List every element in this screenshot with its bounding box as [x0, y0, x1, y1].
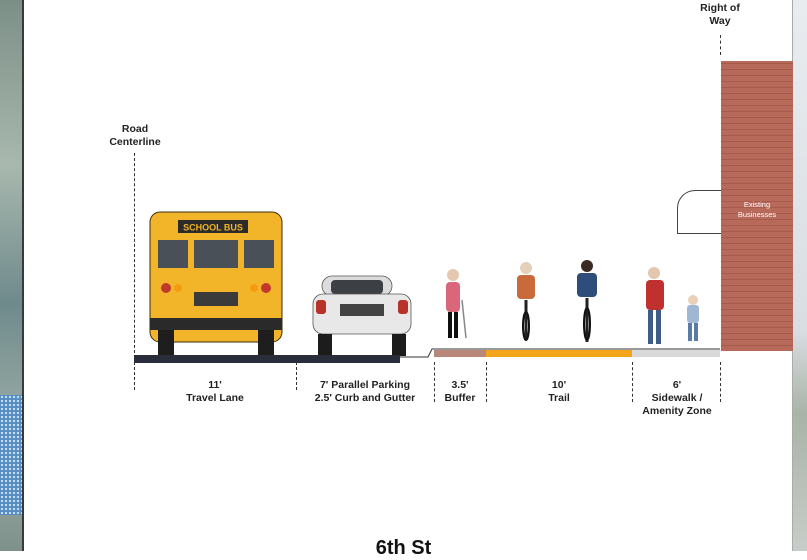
buffer-surface [434, 350, 486, 357]
right-of-way-label: Right of Way [700, 2, 740, 27]
right-of-way-line [720, 35, 721, 55]
divider-0 [134, 362, 135, 390]
divider-3 [486, 362, 487, 402]
cyclist-2 [577, 260, 597, 342]
parked-car [312, 275, 412, 356]
sidewalk-surface [632, 350, 720, 357]
pedestrian-elderly [446, 269, 467, 339]
trail-surface [486, 350, 632, 357]
bus-sign: SCHOOL BUS [183, 223, 243, 233]
curb-profile [400, 348, 720, 358]
divider-2 [434, 362, 435, 402]
background-map-pattern [0, 395, 22, 515]
divider-5 [720, 362, 721, 402]
road-centerline-label: Road Centerline [109, 123, 161, 148]
divider-4 [632, 362, 633, 402]
segment-label-buffer: 3.5' Buffer [444, 379, 476, 404]
pedestrian-child [687, 295, 699, 341]
building-canopy [677, 190, 722, 234]
panel-border-left [22, 0, 24, 551]
building-label: Existing Businesses [737, 200, 777, 219]
segment-label-sidewalk: 6' Sidewalk / Amenity Zone [642, 379, 712, 417]
segment-label-parking: 7' Parallel Parking 2.5' Curb and Gutter [314, 379, 416, 404]
divider-1 [296, 362, 297, 390]
street-title: 6th St [375, 537, 432, 559]
road-centerline-line [134, 153, 135, 353]
existing-building [721, 61, 793, 351]
cyclist-1 [517, 262, 535, 341]
school-bus: SCHOOL BUS [149, 211, 283, 356]
pedestrian-adult [646, 267, 664, 344]
segment-label-travel-lane: 11' Travel Lane [186, 379, 244, 404]
road-surface [134, 355, 400, 363]
segment-label-trail: 10' Trail [548, 379, 570, 404]
